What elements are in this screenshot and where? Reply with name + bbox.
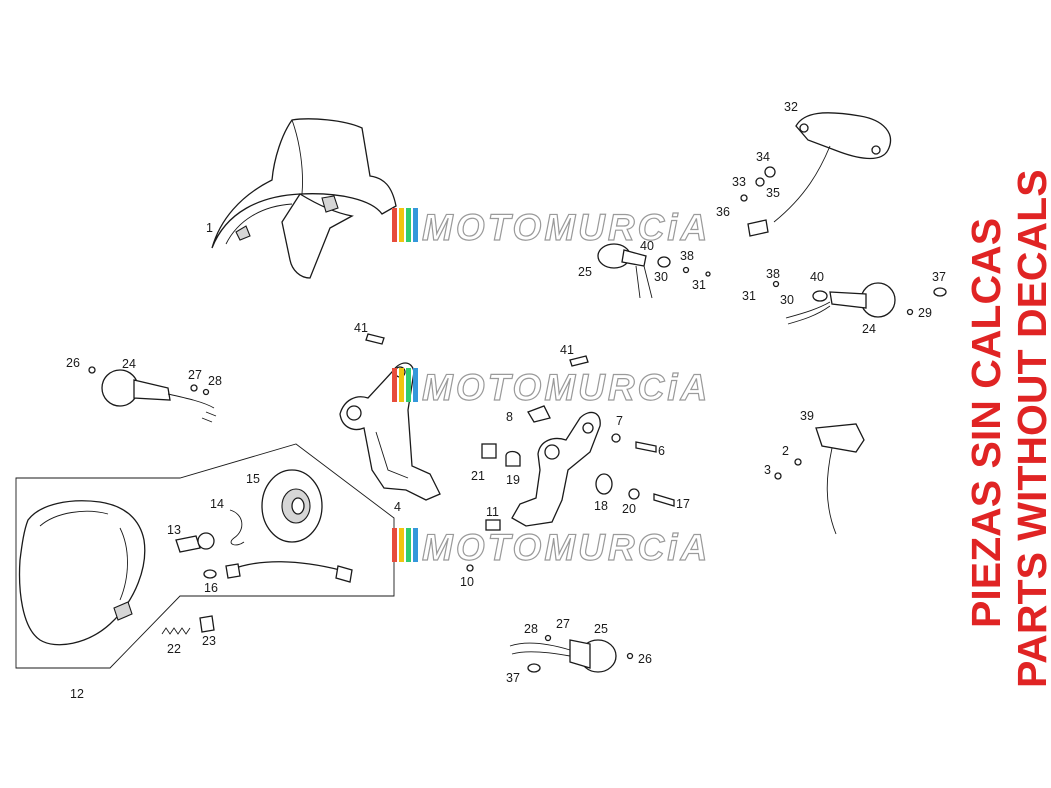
callout-label: 3: [764, 463, 771, 477]
callout-label: 36: [716, 205, 730, 219]
watermark-bar-green: [406, 368, 411, 402]
callout-label: 6: [658, 444, 665, 458]
callout-label: 16: [204, 581, 218, 595]
watermark-text: MOTOMURCiA: [422, 527, 710, 568]
callout-label: 41: [560, 343, 574, 357]
indicator-front-left-part: [88, 366, 217, 423]
watermark-bar-blue: [413, 368, 418, 402]
callout-label: 21: [471, 469, 485, 483]
callout-label: 35: [766, 186, 780, 200]
headlight-assembly-part: [15, 443, 395, 669]
callout-label: 29: [918, 306, 932, 320]
callout-label: 34: [756, 150, 770, 164]
watermark-middle: MOTOMURCiA: [392, 366, 710, 409]
callout-label: 14: [210, 497, 224, 511]
callout-label: 27: [188, 368, 202, 382]
watermark-bar-yellow: [399, 208, 404, 242]
watermark-text: MOTOMURCiA: [422, 207, 710, 248]
callout-label: 15: [246, 472, 260, 486]
callout-label: 24: [862, 322, 876, 336]
callout-label: 17: [676, 497, 690, 511]
indicator-rear-right-part: [772, 280, 947, 325]
watermark-bar-green: [406, 528, 411, 562]
callout-label: 2: [782, 444, 789, 458]
callout-label: 20: [622, 502, 636, 516]
callout-label: 28: [524, 622, 538, 636]
callout-label: 31: [692, 278, 706, 292]
plate-light-part: [774, 423, 865, 535]
callout-label: 41: [354, 321, 368, 335]
decal-notice: PIEZAS SIN CALCAS PARTS WITHOUT DECALS: [963, 169, 1051, 688]
callout-label: 4: [394, 500, 401, 514]
callout-label: 25: [578, 265, 592, 279]
callout-label: 40: [810, 270, 824, 284]
notice-line-english: PARTS WITHOUT DECALS: [1009, 169, 1051, 688]
watermark-bar-yellow: [399, 368, 404, 402]
callout-label: 8: [506, 410, 513, 424]
callout-label: 37: [506, 671, 520, 685]
watermark-bar-blue: [413, 528, 418, 562]
fairing-part: [211, 118, 397, 279]
callout-label: 18: [594, 499, 608, 513]
callout-label: 26: [66, 356, 80, 370]
callout-label: 26: [638, 652, 652, 666]
watermark-bar-red: [392, 368, 397, 402]
callout-labels: 1 2 3 4 6 7 8 10 11 12 13 14 15 16 17 18…: [66, 100, 946, 701]
watermark-bar-red: [392, 208, 397, 242]
watermark-bar-green: [406, 208, 411, 242]
callout-label: 40: [640, 239, 654, 253]
callout-label: 31: [742, 289, 756, 303]
callout-label: 12: [70, 687, 84, 701]
watermark-bar-blue: [413, 208, 418, 242]
upper-bracket-part: [511, 405, 601, 527]
callout-label: 19: [506, 473, 520, 487]
callout-label: 33: [732, 175, 746, 189]
indicator-front-right-part: [597, 243, 711, 299]
callout-label: 30: [654, 270, 668, 284]
callout-label: 27: [556, 617, 570, 631]
callout-label: 28: [208, 374, 222, 388]
callout-label: 10: [460, 575, 474, 589]
tail-light-part: [740, 112, 892, 237]
callout-label: 30: [780, 293, 794, 307]
callout-label: 22: [167, 642, 181, 656]
watermark-bar-red: [392, 528, 397, 562]
callout-label: 23: [202, 634, 216, 648]
callout-label: 39: [800, 409, 814, 423]
callout-label: 1: [206, 221, 213, 235]
indicator-rear-left-part: [509, 634, 634, 673]
callout-label: 7: [616, 414, 623, 428]
callout-label: 13: [167, 523, 181, 537]
watermark-text: MOTOMURCiA: [422, 367, 710, 408]
notice-line-spanish: PIEZAS SIN CALCAS: [963, 218, 1009, 628]
callout-label: 11: [486, 505, 499, 519]
callout-label: 38: [766, 267, 780, 281]
watermark-bar-yellow: [399, 528, 404, 562]
callout-label: 38: [680, 249, 694, 263]
callout-label: 25: [594, 622, 608, 636]
callout-label: 37: [932, 270, 946, 284]
callout-label: 32: [784, 100, 798, 114]
hardware-parts: [365, 333, 675, 572]
watermark-bottom: MOTOMURCiA: [392, 526, 710, 569]
callout-label: 24: [122, 357, 136, 371]
watermark-top: MOTOMURCiA: [392, 206, 710, 249]
